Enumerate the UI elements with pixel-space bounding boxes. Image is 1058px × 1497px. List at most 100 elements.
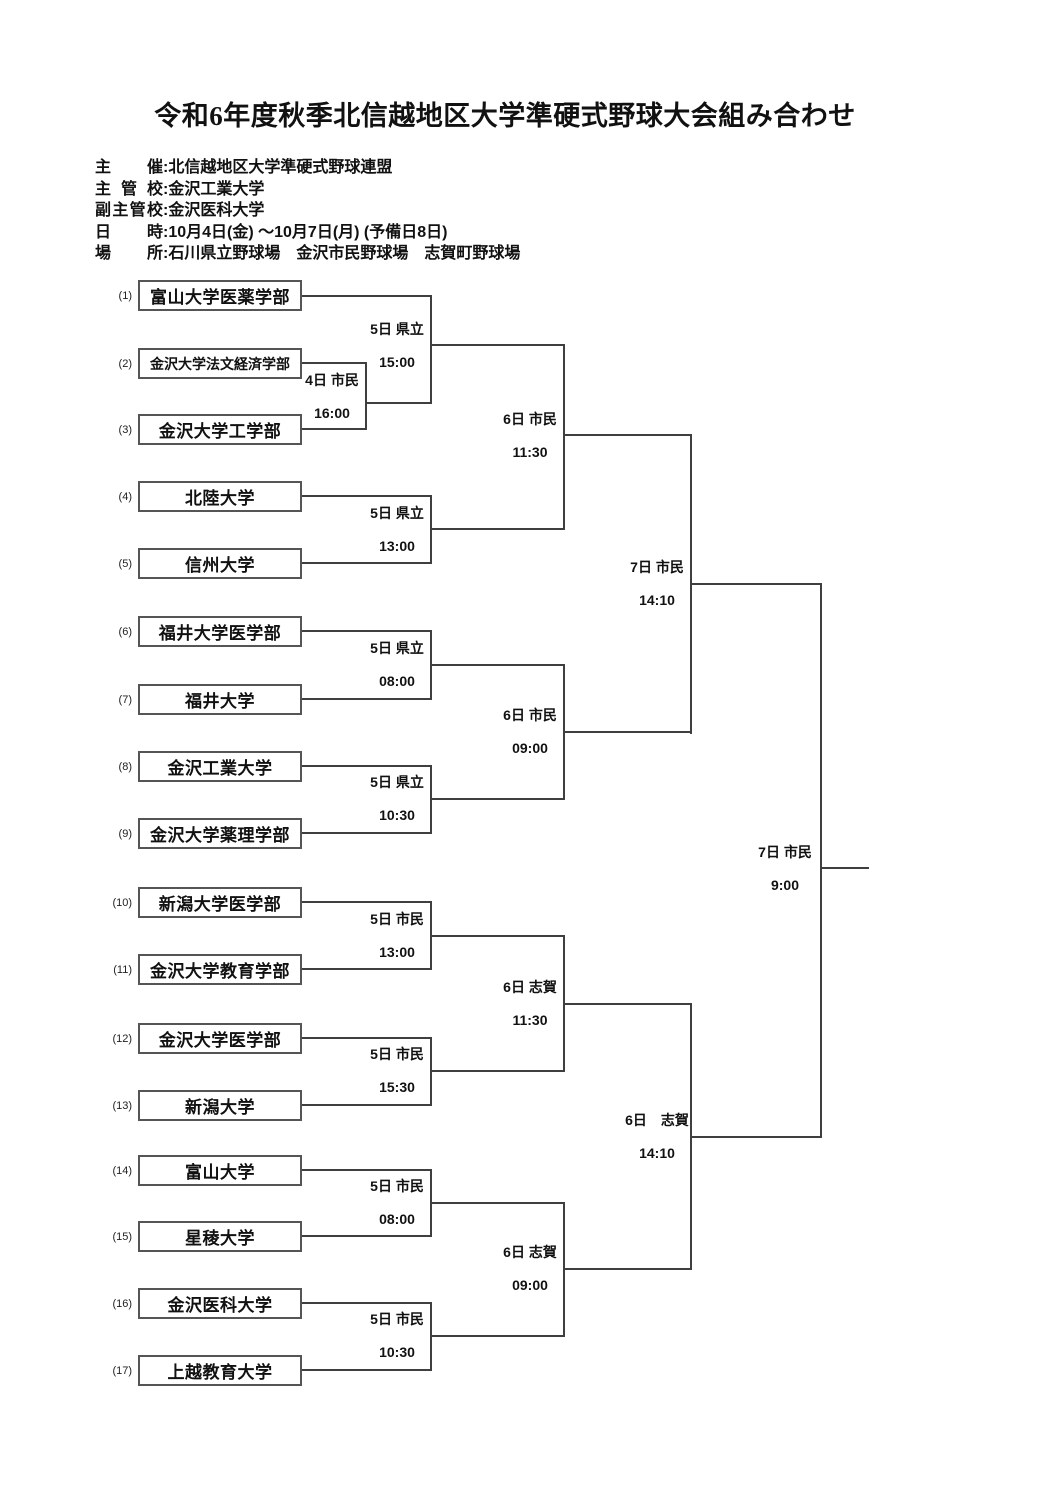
- team-name: 金沢大学法文経済学部: [150, 355, 290, 372]
- header-label: 主管校: [95, 180, 163, 198]
- match-time: 13:00: [379, 944, 415, 960]
- header-row-dates: 日時:10月4日(金) ～10月7日(月) (予備日8日): [95, 222, 520, 244]
- team-name: 金沢医科大学: [167, 1296, 273, 1315]
- match-day-venue: 6日 市民: [503, 707, 557, 723]
- team-box: 福井大学: [138, 684, 302, 715]
- match-info: 6日 志賀 09:00: [497, 1236, 563, 1302]
- bracket-connector: [302, 562, 432, 564]
- bracket-connector: [302, 495, 432, 497]
- header-separator: :: [163, 159, 169, 176]
- match-time: 11:30: [512, 444, 548, 460]
- header-value: 石川県立野球場 金沢市民野球場 志賀町野球場: [168, 245, 521, 262]
- match-time: 16:00: [314, 405, 350, 421]
- bracket-connector: [302, 1037, 432, 1039]
- team-box: 金沢医科大学: [138, 1288, 302, 1319]
- match-day-venue: 6日 志賀: [625, 1112, 689, 1128]
- match-day-venue: 6日 志賀: [503, 1244, 557, 1260]
- bracket-connector: [302, 968, 432, 970]
- bracket-connector: [302, 1302, 432, 1304]
- team-box: 富山大学: [138, 1155, 302, 1186]
- team-name: 信州大学: [185, 556, 255, 575]
- team-box: 金沢大学医学部: [138, 1023, 302, 1054]
- match-info: 6日 市民 09:00: [497, 699, 563, 765]
- team-name: 福井大学: [185, 692, 255, 711]
- header-separator: :: [163, 180, 169, 198]
- match-day-venue: 4日 市民: [305, 372, 359, 388]
- team-seed: (15): [112, 1231, 132, 1243]
- team-seed: (3): [118, 424, 132, 436]
- bracket-connector: [430, 798, 565, 800]
- team-seed: (14): [112, 1165, 132, 1177]
- team-seed: (16): [112, 1298, 132, 1310]
- header-separator: :: [163, 223, 169, 241]
- team-box: 福井大学医学部: [138, 616, 302, 647]
- team-name: 金沢大学薬理学部: [150, 826, 290, 845]
- header-row-host-school: 主管校:金沢工業大学: [95, 179, 520, 201]
- team-name: 新潟大学: [185, 1098, 255, 1117]
- team-name: 富山大学医薬学部: [150, 288, 290, 307]
- bracket-connector: [563, 664, 565, 800]
- bracket-connector: [302, 630, 432, 632]
- bracket-connector: [302, 832, 432, 834]
- team-seed: (2): [118, 358, 132, 370]
- bracket-connector: [302, 1104, 432, 1106]
- team-name: 金沢大学医学部: [158, 1031, 282, 1050]
- bracket-connector: [302, 1369, 432, 1371]
- bracket-connector: [302, 295, 432, 297]
- champion-line: [820, 867, 869, 869]
- team-box: 金沢大学薬理学部: [138, 818, 302, 849]
- header-label: 日時: [95, 223, 163, 241]
- team-seed: (13): [112, 1100, 132, 1112]
- team-box: 金沢大学法文経済学部: [138, 348, 302, 379]
- team-seed: (1): [118, 290, 132, 302]
- match-time: 13:00: [379, 538, 415, 554]
- bracket-connector: [430, 901, 432, 970]
- bracket-connector: [365, 362, 367, 430]
- match-time: 09:00: [512, 1277, 548, 1293]
- header-value: 金沢工業大学: [168, 180, 265, 198]
- bracket-connector: [563, 1003, 692, 1005]
- match-day-venue: 5日 県立: [370, 640, 424, 656]
- bracket-connector: [563, 1202, 565, 1337]
- bracket-connector: [430, 528, 565, 530]
- match-time: 10:30: [379, 807, 415, 823]
- bracket-connector: [690, 583, 822, 585]
- match-day-venue: 5日 県立: [370, 774, 424, 790]
- match-time: 11:30: [512, 1012, 548, 1028]
- team-box: 新潟大学医学部: [138, 887, 302, 918]
- bracket-connector: [302, 1169, 432, 1171]
- team-seed: (17): [112, 1365, 132, 1377]
- team-box: 富山大学医薬学部: [138, 280, 302, 311]
- team-seed: (4): [118, 491, 132, 503]
- match-day-venue: 6日 志賀: [503, 979, 557, 995]
- header-info: 主催:北信越地区大学準硬式野球連盟 主管校:金沢工業大学 副主管校:金沢医科大学…: [95, 157, 520, 265]
- bracket-connector: [690, 1003, 692, 1270]
- bracket-connector: [302, 1235, 432, 1237]
- header-separator: :: [163, 245, 169, 262]
- bracket-connector: [430, 765, 432, 834]
- match-time: 08:00: [379, 673, 415, 689]
- match-time: 09:00: [512, 740, 548, 756]
- bracket-connector: [302, 901, 432, 903]
- team-seed: (7): [118, 694, 132, 706]
- team-seed: (9): [118, 828, 132, 840]
- match-day-venue: 7日 市民: [758, 844, 812, 860]
- bracket-connector: [430, 935, 565, 937]
- match-info: 6日 志賀 11:30: [497, 971, 563, 1037]
- team-name: 富山大学: [185, 1163, 255, 1182]
- page-title: 令和6年度秋季北信越地区大学準硬式野球大会組み合わせ: [154, 101, 856, 131]
- bracket-connector: [690, 434, 692, 734]
- match-info: 5日 県立 08:00: [364, 632, 430, 698]
- team-name: 金沢大学教育学部: [150, 962, 290, 981]
- bracket-connector: [302, 698, 432, 700]
- team-box: 金沢工業大学: [138, 751, 302, 782]
- team-name: 福井大学医学部: [158, 624, 282, 643]
